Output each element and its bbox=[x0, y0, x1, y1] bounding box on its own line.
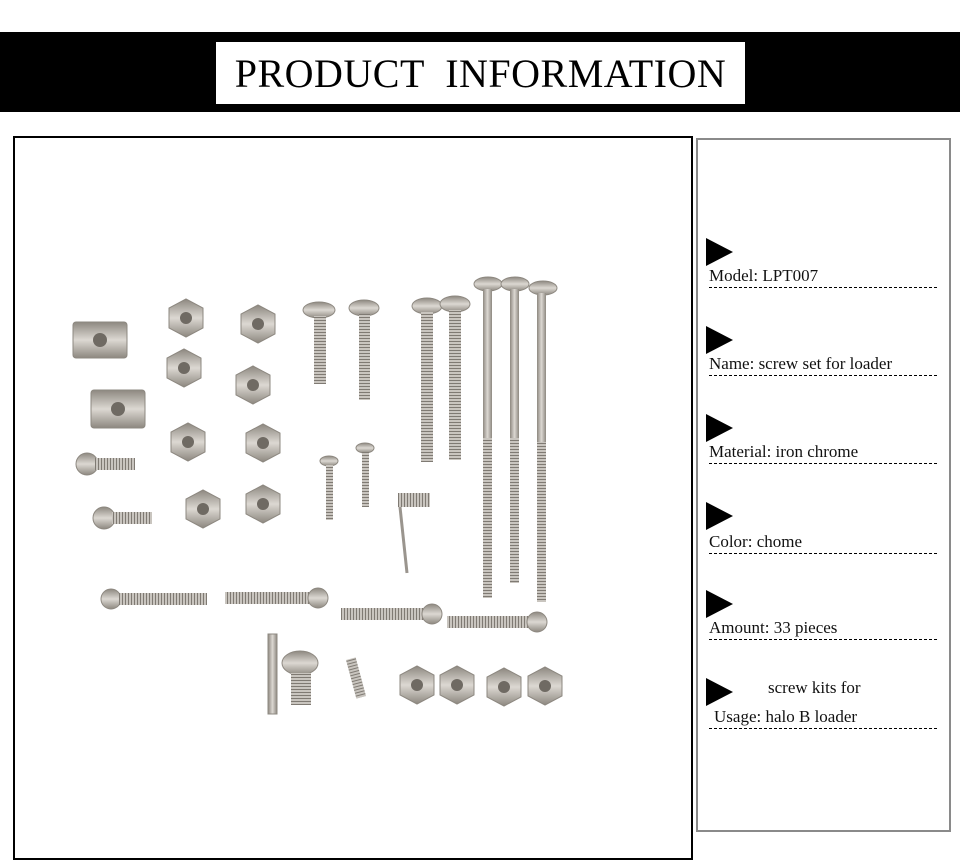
spec-name: Name: screw set for loader bbox=[709, 354, 937, 376]
spec-material: Material: iron chrome bbox=[709, 442, 937, 464]
product-photo bbox=[13, 136, 693, 860]
spec-model: Model: LPT007 bbox=[709, 266, 937, 288]
arrow-right-icon bbox=[706, 502, 733, 530]
spec-amount: Amount: 33 pieces bbox=[709, 618, 937, 640]
arrow-right-icon bbox=[706, 678, 733, 706]
page-title: PRODUCT INFORMATION bbox=[216, 42, 745, 104]
arrow-right-icon bbox=[706, 326, 733, 354]
arrow-right-icon bbox=[706, 414, 733, 442]
arrow-right-icon bbox=[706, 590, 733, 618]
screw-set-photo-icon bbox=[72, 276, 563, 715]
arrow-right-icon bbox=[706, 238, 733, 266]
spec-panel: Model: LPT007 Name: screw set for loader… bbox=[696, 138, 951, 832]
spec-color: Color: chome bbox=[709, 532, 937, 554]
spec-usage-line2: Usage: halo B loader bbox=[709, 707, 937, 729]
spec-usage-line1: screw kits for bbox=[768, 678, 861, 697]
